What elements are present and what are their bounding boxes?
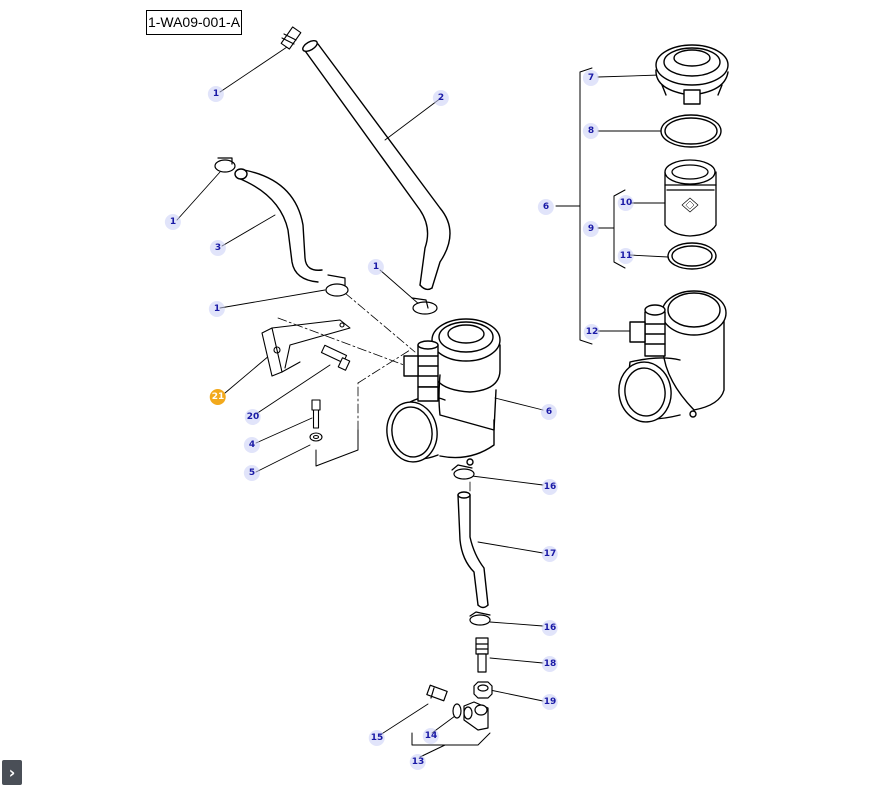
part-13-elbow	[463, 701, 489, 731]
part-3-hose	[234, 168, 323, 283]
part-14-oring	[452, 703, 462, 719]
callout-16[interactable]: 16	[543, 482, 557, 492]
part-18-fitting	[475, 637, 489, 673]
part-20-bolt	[320, 344, 351, 371]
figure-id-label: 1-WA09-001-A	[146, 10, 242, 35]
callout-17[interactable]: 17	[543, 549, 557, 559]
part-5-washer	[309, 432, 323, 442]
part-2-hose	[302, 40, 451, 291]
assembly-dashed-lines	[277, 292, 471, 493]
callout-12[interactable]: 12	[585, 327, 599, 337]
part-8-ring	[660, 114, 722, 148]
callout-1[interactable]: 1	[212, 89, 220, 99]
expand-panel-button[interactable]: ›	[2, 760, 22, 785]
callout-6[interactable]: 6	[545, 407, 553, 417]
callout-9[interactable]: 9	[587, 224, 595, 234]
callout-10[interactable]: 10	[619, 198, 633, 208]
chevron-right-icon: ›	[8, 763, 16, 782]
callout-4[interactable]: 4	[248, 440, 256, 450]
bracket-lines	[315, 67, 626, 758]
part-6-filter-housing	[386, 318, 501, 466]
leader-lines	[176, 44, 669, 736]
part-1-clamps	[214, 157, 438, 315]
part-10-element	[664, 159, 717, 237]
callout-16[interactable]: 16	[543, 623, 557, 633]
callout-18[interactable]: 18	[543, 659, 557, 669]
callout-6[interactable]: 6	[542, 202, 550, 212]
part-12-housing-body	[618, 290, 727, 423]
part-1-fitting-top	[280, 26, 302, 50]
part-21-bracket	[261, 319, 351, 377]
callout-1[interactable]: 1	[213, 304, 221, 314]
callout-8[interactable]: 8	[587, 126, 595, 136]
callout-1[interactable]: 1	[372, 262, 380, 272]
callout-1[interactable]: 1	[169, 217, 177, 227]
callout-11[interactable]: 11	[619, 251, 633, 261]
part-15-adapter	[426, 684, 448, 702]
part-7-cap	[655, 44, 729, 105]
callout-2[interactable]: 2	[437, 93, 445, 103]
callout-3[interactable]: 3	[214, 243, 222, 253]
callout-20[interactable]: 20	[246, 412, 260, 422]
callout-21[interactable]: 21	[211, 392, 225, 402]
callout-15[interactable]: 15	[370, 733, 384, 743]
callout-13[interactable]: 13	[411, 757, 425, 767]
part-16-clamps	[451, 464, 491, 626]
part-17-hose	[457, 491, 489, 609]
callout-14[interactable]: 14	[424, 731, 438, 741]
callout-19[interactable]: 19	[543, 697, 557, 707]
part-11-seal	[667, 242, 717, 270]
callout-7[interactable]: 7	[587, 73, 595, 83]
part-19-nut	[473, 681, 493, 699]
part-4-screw	[311, 399, 321, 429]
callout-5[interactable]: 5	[248, 468, 256, 478]
